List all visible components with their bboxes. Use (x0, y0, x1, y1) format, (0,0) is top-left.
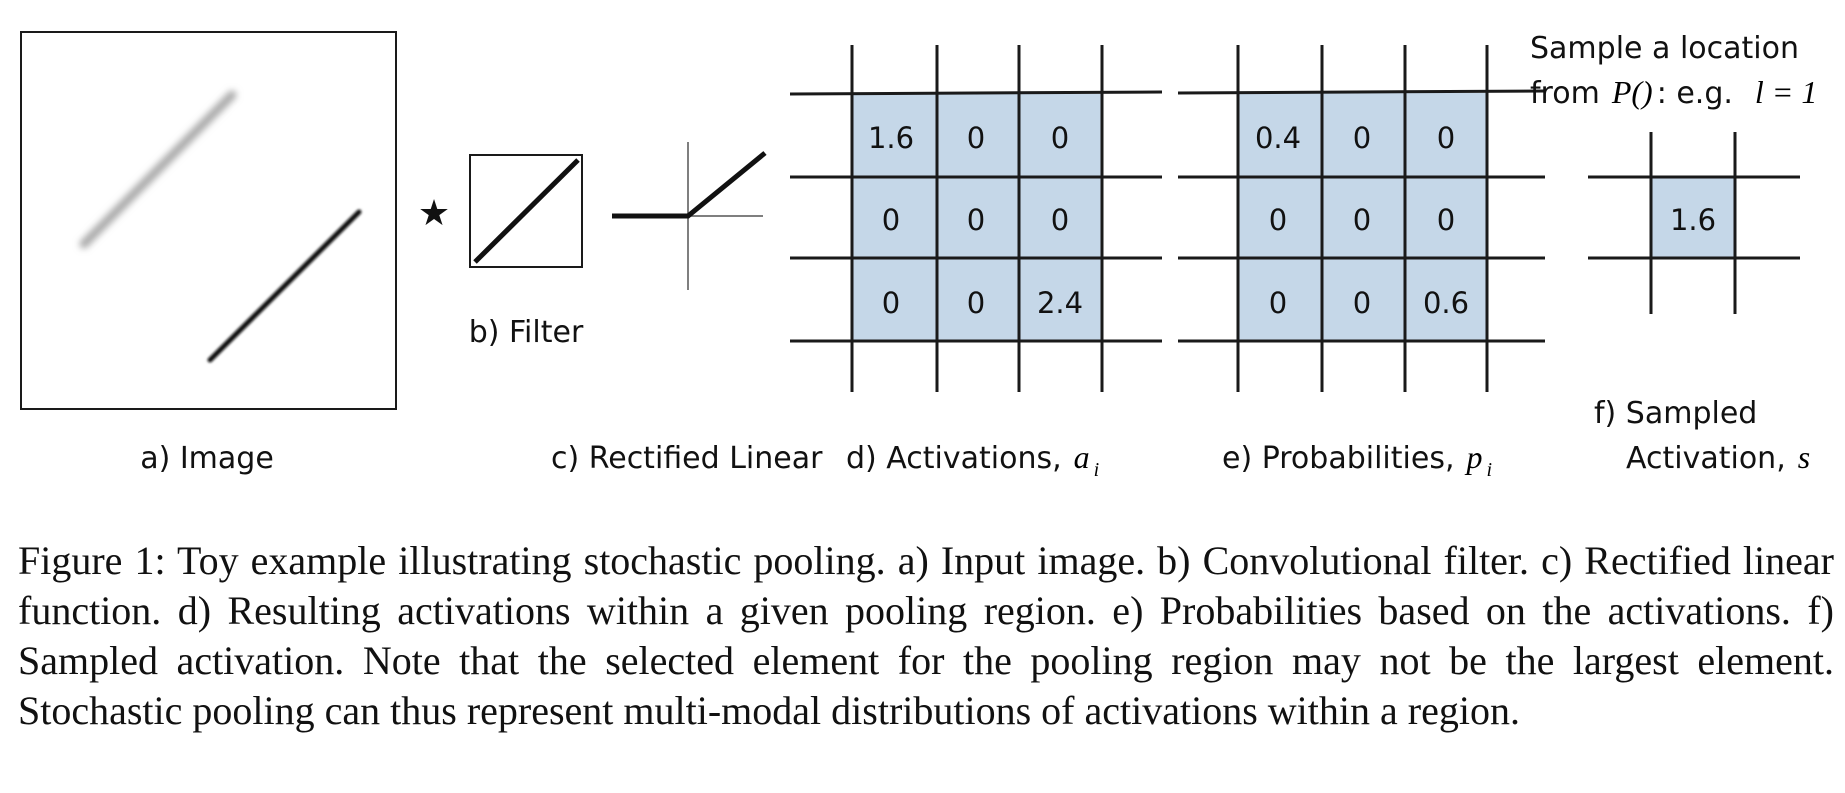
sampled-activation-cell: 1.6 (1588, 132, 1800, 314)
probability-cell: 0 (1353, 203, 1371, 237)
label-sampled-line2: Activation, s (1626, 439, 1810, 476)
label-probabilities: e) Probabilities, p i (1222, 439, 1492, 481)
probability-cell: 0.4 (1255, 121, 1301, 155)
label-activations: d) Activations, a i (846, 439, 1099, 481)
convolution-star-icon: ★ (418, 193, 450, 234)
activation-cell: 1.6 (868, 121, 914, 155)
probability-cell: 0 (1353, 121, 1371, 155)
activation-cell: 0 (882, 286, 900, 320)
probabilities-grid: 0.4 0 0 0 0 0 0 0 0.6 (1177, 45, 1546, 392)
activation-cell: 0 (967, 121, 985, 155)
sample-note-line1: Sample a location (1530, 31, 1799, 66)
figure-caption: Figure 1: Toy example illustrating stoch… (18, 538, 1834, 733)
activation-cell: 0 (1051, 203, 1069, 237)
probability-cell: 0 (1353, 286, 1371, 320)
stochastic-pooling-figure: ★ 1.6 0 0 0 0 0 0 0 2.4 (20, 31, 1817, 481)
probability-cell: 0 (1269, 286, 1287, 320)
activations-grid: 1.6 0 0 0 0 0 0 0 2.4 (789, 45, 1163, 392)
relu-plot (612, 142, 767, 290)
activation-cell: 0 (967, 203, 985, 237)
activation-cell: 0 (1051, 121, 1069, 155)
sharp-diagonal-line (207, 209, 362, 363)
probability-cell: 0 (1269, 203, 1287, 237)
label-filter: b) Filter (469, 315, 584, 350)
activation-cell: 0 (967, 286, 985, 320)
probability-cell: 0.6 (1423, 286, 1469, 320)
sampled-value: 1.6 (1670, 203, 1716, 237)
activation-cell: 0 (882, 203, 900, 237)
probability-cell: 0 (1437, 203, 1455, 237)
label-relu: c) Rectified Linear (551, 441, 823, 476)
input-image-panel (20, 31, 397, 410)
probability-cell: 0 (1437, 121, 1455, 155)
label-sampled-line1: f) Sampled (1594, 396, 1757, 431)
label-image: a) Image (140, 441, 274, 476)
filter-panel (469, 154, 583, 268)
blurred-diagonal-line (79, 90, 237, 249)
activation-cell: 2.4 (1037, 286, 1083, 320)
sample-note-line2: from P() : e.g. l = 1 (1530, 74, 1817, 111)
